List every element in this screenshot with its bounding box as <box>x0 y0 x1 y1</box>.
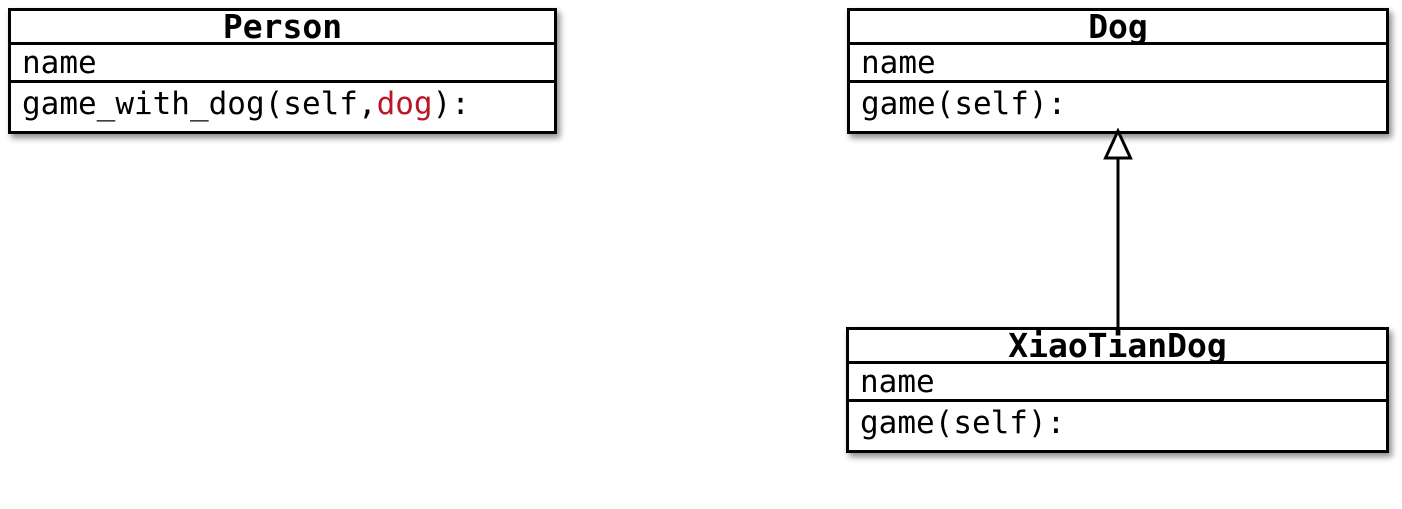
method-text: game_with_dog(self, <box>22 86 377 122</box>
class-box-xiaotiandog: XiaoTianDog name game(self): <box>846 327 1389 453</box>
attribute-name: name <box>861 44 936 81</box>
attribute-name: name <box>22 44 97 81</box>
inheritance-arrow <box>1103 128 1133 327</box>
attribute-row-dog: name <box>850 45 1386 83</box>
method-text: game(self): <box>860 405 1066 441</box>
hollow-triangle-icon <box>1103 128 1133 160</box>
attribute-row-xiaotiandog: name <box>849 364 1386 402</box>
class-box-dog: Dog name game(self): <box>847 8 1389 134</box>
method-text: game(self): <box>861 86 1067 122</box>
method-row-person: game_with_dog(self, dog): <box>11 83 554 125</box>
attribute-name: name <box>860 363 935 400</box>
method-row-xiaotiandog: game(self): <box>849 402 1386 444</box>
attribute-row-person: name <box>11 45 554 83</box>
method-param-highlight: dog <box>376 86 433 122</box>
method-text-suffix: ): <box>432 86 470 122</box>
class-title-dog: Dog <box>850 9 1386 45</box>
class-title-xiaotiandog: XiaoTianDog <box>849 328 1386 364</box>
class-box-person: Person name game_with_dog(self, dog): <box>8 8 557 134</box>
class-title-person: Person <box>11 9 554 45</box>
method-row-dog: game(self): <box>850 83 1386 125</box>
